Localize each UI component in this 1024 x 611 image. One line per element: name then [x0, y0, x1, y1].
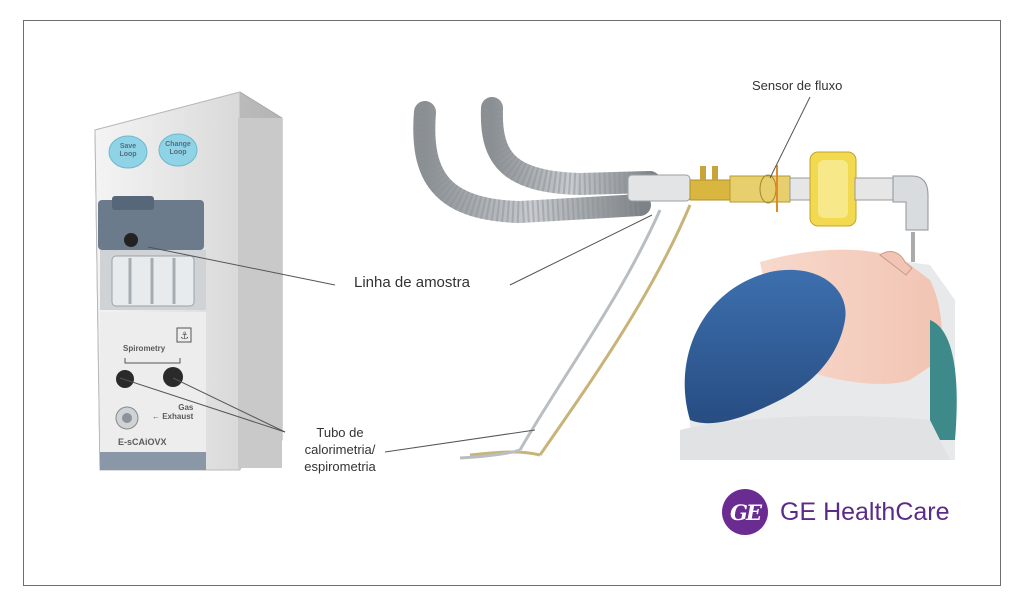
change-loop-button-label: Change Loop — [165, 141, 191, 156]
model-label: E-sCAiOVX — [118, 437, 167, 447]
gas-exhaust-label: Gas ← Exhaust — [152, 403, 194, 421]
patient-illustration — [680, 249, 957, 460]
breathing-circuit — [413, 97, 929, 460]
spirometry-label: Spirometry — [123, 344, 166, 353]
callout-lines — [119, 96, 811, 453]
ge-healthcare-logo: GE GE HealthCare — [722, 488, 950, 536]
logo-text: GE HealthCare — [780, 497, 950, 526]
svg-text:⚓: ⚓ — [180, 331, 189, 342]
ge-monogram-icon: GE — [722, 489, 768, 535]
save-loop-button-label: Save Loop — [119, 143, 137, 158]
sample-line-label: Linha de amostra — [354, 274, 470, 291]
spirometry-module: ⚓ — [94, 91, 283, 471]
tube-label: Tubo de calorimetria/ espirometria — [304, 425, 376, 474]
flow-sensor-label: Sensor de fluxo — [752, 78, 843, 93]
